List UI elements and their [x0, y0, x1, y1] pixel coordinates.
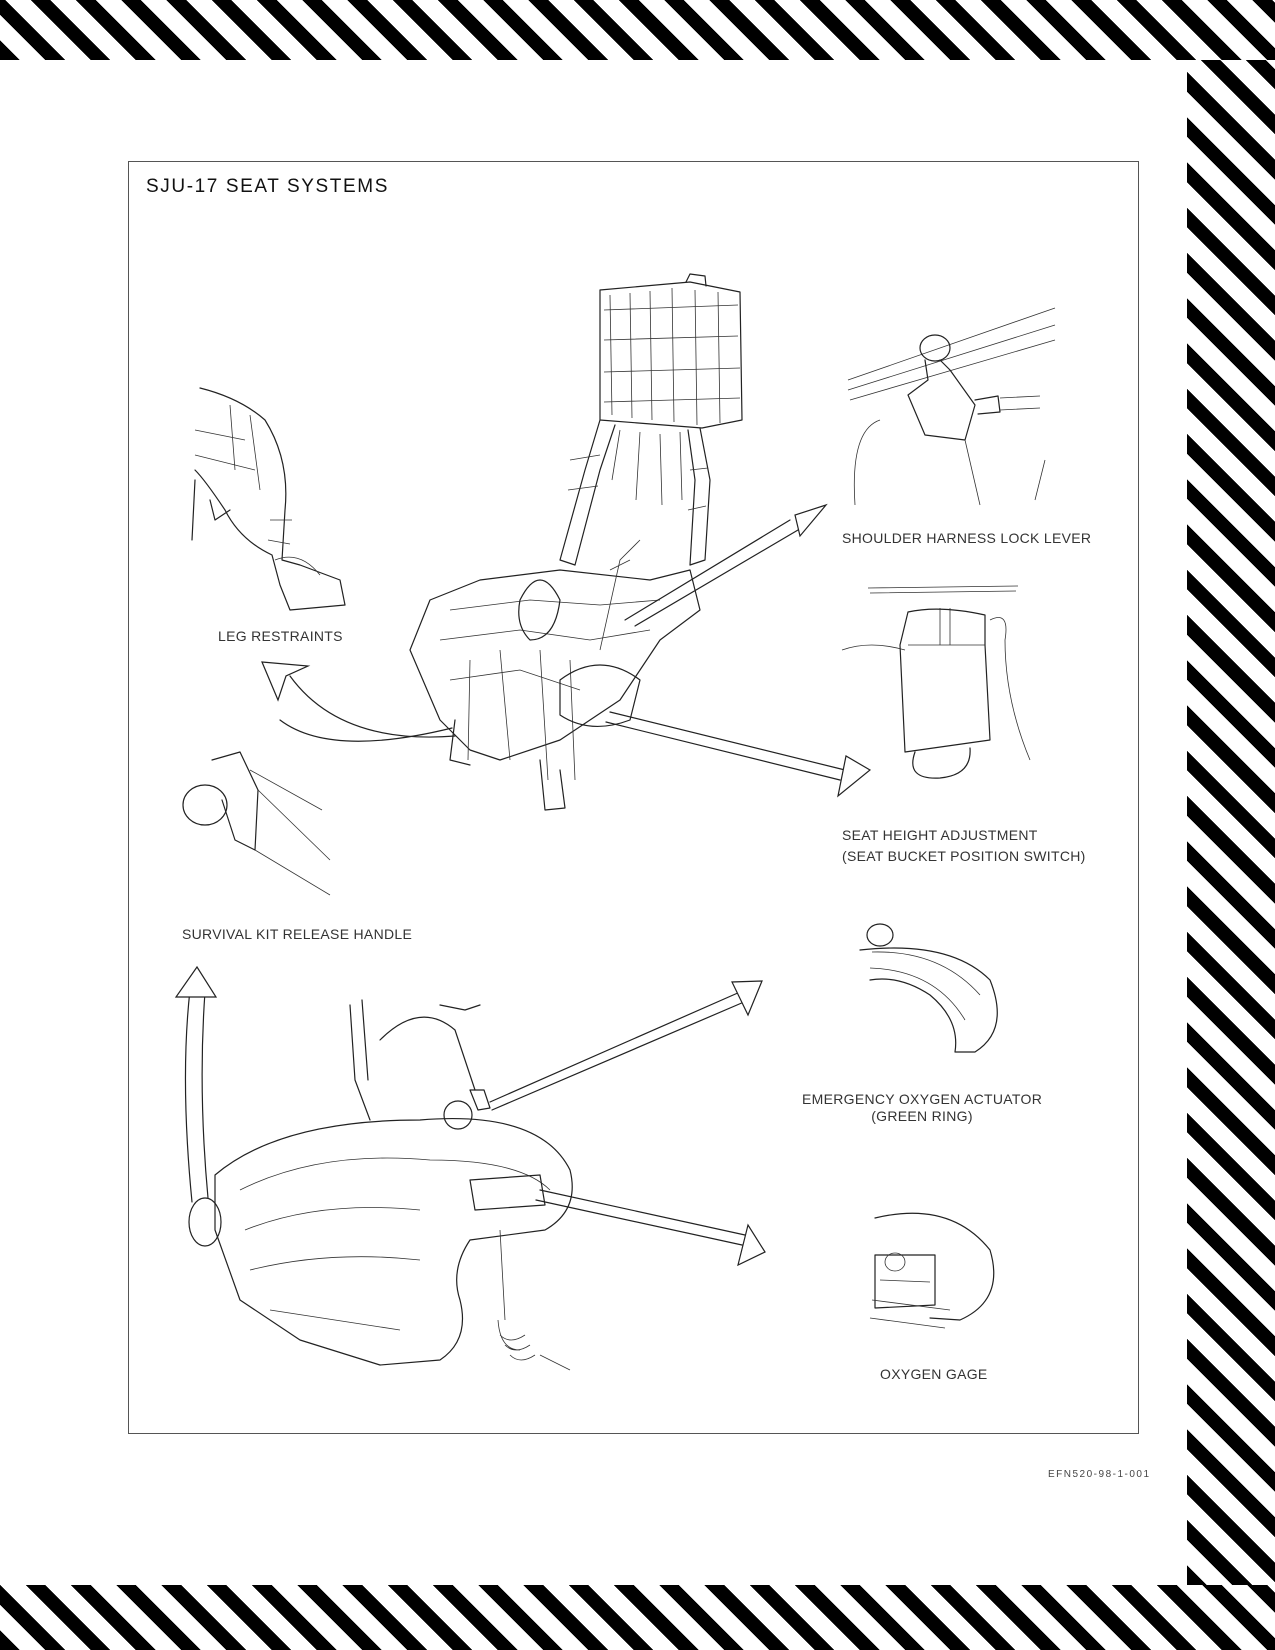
figure-frame [128, 161, 1139, 1434]
oxygen-gage-label: OXYGEN GAGE [880, 1366, 988, 1382]
seat-height-label-line2: (SEAT BUCKET POSITION SWITCH) [842, 848, 1086, 864]
emergency-oxygen-label-line1: EMERGENCY OXYGEN ACTUATOR [802, 1091, 1043, 1107]
leg-restraints-label: LEG RESTRAINTS [218, 628, 343, 644]
figure-title: SJU-17 SEAT SYSTEMS [146, 176, 389, 197]
leg-restraints-detail [191, 387, 346, 611]
shoulder-harness-lever-detail [847, 307, 1056, 594]
hazard-stripe-right [1187, 60, 1275, 1585]
shoulder-harness-label: SHOULDER HARNESS LOCK LEVER [842, 530, 1092, 546]
hazard-stripe-top [0, 0, 1275, 60]
callout-arrows [174, 503, 872, 1267]
hazard-stripe-bottom [0, 1585, 1275, 1650]
ejection-seat-illustration [409, 273, 743, 811]
emergency-oxygen-ring-detail [859, 923, 998, 1053]
survival-kit-assembly [188, 999, 573, 1371]
survival-kit-label: SURVIVAL KIT RELEASE HANDLE [182, 926, 413, 942]
seat-height-switch-detail [841, 608, 1031, 779]
figure-code: EFN520-98-1-001 [1048, 1469, 1151, 1480]
emergency-oxygen-label-line2: (GREEN RING) [871, 1108, 973, 1124]
oxygen-gage-detail [869, 1212, 995, 1329]
survival-kit-handle-detail [182, 751, 331, 896]
seat-height-label-line1: SEAT HEIGHT ADJUSTMENT [842, 827, 1038, 843]
